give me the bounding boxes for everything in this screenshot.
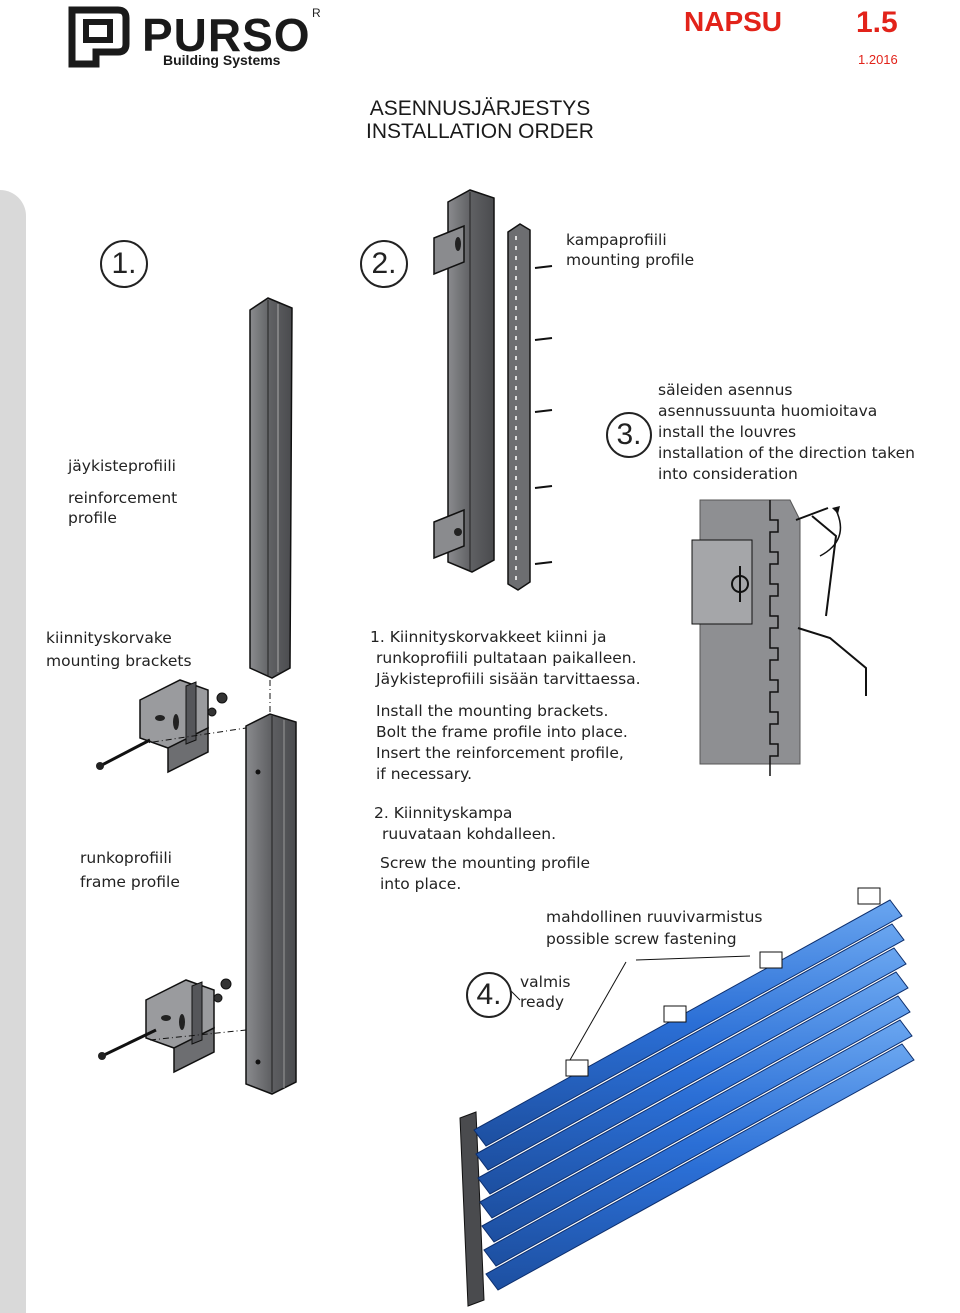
frame-label-en: frame profile — [80, 873, 180, 891]
frame-profile — [245, 713, 297, 1095]
title-line-en: INSTALLATION ORDER — [366, 120, 594, 143]
mounting-profile-label-fi: kampaprofiili — [566, 231, 667, 249]
screw-fastening-label: mahdollinen ruuvivarmistus possible scre… — [546, 906, 763, 950]
screw-fastening-label-fi: mahdollinen ruuvivarmistus — [546, 908, 763, 926]
step2-mounting-comb-profile — [507, 223, 553, 591]
instruction-line: 2. Kiinnityskampa — [374, 804, 513, 822]
reinforcement-label-fi: jäykisteprofiili — [68, 457, 176, 475]
instruction-line: ruuvataan kohdalleen. — [382, 825, 557, 843]
revision-date: 1.2016 — [858, 52, 898, 67]
title-line-fi: ASENNUSJÄRJESTYS — [369, 97, 591, 120]
product-name: NAPSU — [684, 6, 783, 37]
header: PURSO R Building Systems NAPSU 1.5 1.201… — [0, 0, 960, 80]
step2-instructions-fi: 2. Kiinnityskampa ruuvataan kohdalleen. — [374, 803, 556, 845]
louvre-label-line: into consideration — [658, 465, 798, 483]
frame-profile-label: runkoprofiili frame profile — [80, 846, 180, 894]
step1-instructions-en: Install the mounting brackets. Bolt the … — [376, 701, 628, 785]
reinforcement-label-en: reinforcement profile — [68, 488, 177, 528]
instruction-line: Bolt the frame profile into place. — [376, 723, 628, 741]
instruction-line: into place. — [380, 875, 462, 893]
louvre-label-line: install the louvres — [658, 423, 797, 441]
step1-instructions-fi: 1. Kiinnityskorvakkeet kiinni ja runkopr… — [370, 627, 641, 690]
mounting-bracket-upper — [96, 679, 247, 774]
louvre-installation-label: säleiden asennus asennussuunta huomioita… — [658, 380, 915, 485]
ready-label: valmis ready — [520, 972, 570, 1012]
instruction-line: Screw the mounting profile — [380, 854, 591, 872]
registered-mark: R — [312, 6, 321, 20]
instruction-line: 1. Kiinnityskorvakkeet kiinni ja — [370, 628, 607, 646]
instruction-line: Install the mounting brackets. — [376, 702, 609, 720]
reinforcement-label-en-line: reinforcement — [68, 489, 178, 507]
side-band — [0, 190, 26, 1313]
brand-subtitle: Building Systems — [163, 52, 281, 68]
mounting-profile-label: kampaprofiili mounting profile — [566, 230, 694, 270]
step2-instructions-en: Screw the mounting profile into place. — [380, 853, 590, 895]
brackets-label: kiinnityskorvake mounting brackets — [46, 627, 192, 673]
screw-fastening-label-en: possible screw fastening — [546, 930, 737, 948]
page-title: ASENNUSJÄRJESTYS INSTALLATION ORDER — [300, 97, 660, 143]
step4-finished-assembly — [459, 887, 915, 1307]
step-1-number: 1. — [100, 240, 148, 288]
frame-label-fi: runkoprofiili — [80, 849, 172, 867]
mounting-profile-label-en: mounting profile — [566, 251, 695, 269]
brackets-label-fi: kiinnityskorvake — [46, 629, 172, 647]
louvre-label-line: säleiden asennus — [658, 381, 793, 399]
louvre-label-line: asennussuunta huomioitava — [658, 402, 878, 420]
mounting-bracket-lower — [98, 978, 247, 1074]
instruction-line: Jäykisteprofiili sisään tarvittaessa. — [376, 670, 641, 688]
ready-label-en: ready — [520, 993, 565, 1011]
step-4-number: 4. — [466, 972, 512, 1018]
step-3-number: 3. — [606, 412, 652, 458]
page-number: 1.5 — [856, 6, 898, 39]
louvre-blades — [473, 899, 915, 1291]
brackets-label-en: mounting brackets — [46, 652, 192, 670]
instruction-line: if necessary. — [376, 765, 473, 783]
step2-frame-profile — [433, 189, 495, 573]
step-2-number: 2. — [360, 240, 408, 288]
brand-name: PURSO — [142, 9, 311, 61]
reinforcement-label-en-line: profile — [68, 509, 117, 527]
instruction-line: runkoprofiili pultataan paikalleen. — [376, 649, 637, 667]
louvre-label-line: installation of the direction taken — [658, 444, 915, 462]
step3-louvre-detail — [691, 499, 867, 776]
ready-label-fi: valmis — [520, 973, 571, 991]
purso-logo-mark-icon — [68, 6, 130, 68]
instruction-line: Insert the reinforcement profile, — [376, 744, 624, 762]
reinforcement-profile — [249, 297, 293, 679]
